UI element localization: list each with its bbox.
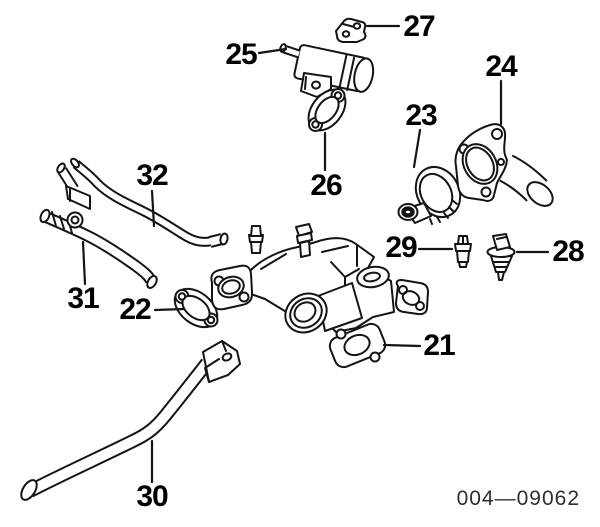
callout-31[interactable]: 31 (67, 282, 99, 315)
doc-number: 004—09062 (456, 487, 580, 510)
callout-24[interactable]: 24 (485, 50, 517, 83)
part-26-gasket-drawing (307, 88, 347, 132)
callout-32[interactable]: 32 (136, 159, 168, 192)
part-28-sensor-drawing (486, 233, 516, 281)
callout-23[interactable]: 23 (405, 99, 437, 132)
part-27-bracket-drawing (335, 17, 367, 43)
callout-25[interactable]: 25 (225, 38, 257, 71)
leader-line-25 (257, 47, 288, 55)
leader-line-32 (150, 189, 156, 228)
part-24-water-outlet-drawing (454, 123, 554, 207)
callout-30[interactable]: 30 (136, 480, 168, 513)
callout-28[interactable]: 28 (552, 235, 584, 268)
leader-line-31 (81, 240, 87, 286)
part-25-solenoid-drawing (279, 43, 375, 98)
leader-line-21 (382, 343, 422, 348)
callout-27[interactable]: 27 (403, 10, 435, 43)
callout-22[interactable]: 22 (119, 293, 151, 326)
leader-lines (81, 24, 550, 484)
part-23-thermostat-drawing (397, 166, 462, 225)
part-32-pipe-drawing (56, 157, 229, 248)
leader-line-23 (412, 128, 422, 169)
part-22-gasket-drawing (173, 287, 219, 329)
callout-29[interactable]: 29 (385, 231, 417, 264)
callout-21[interactable]: 21 (423, 329, 455, 362)
leader-line-22 (153, 307, 186, 312)
part-29-bolt-drawing (454, 235, 472, 268)
part-21-water-tube-assembly-drawing (210, 223, 429, 369)
part-31-hose-drawing (39, 208, 158, 289)
part-30-inlet-pipe-drawing (20, 340, 241, 501)
callout-26[interactable]: 26 (310, 169, 342, 202)
